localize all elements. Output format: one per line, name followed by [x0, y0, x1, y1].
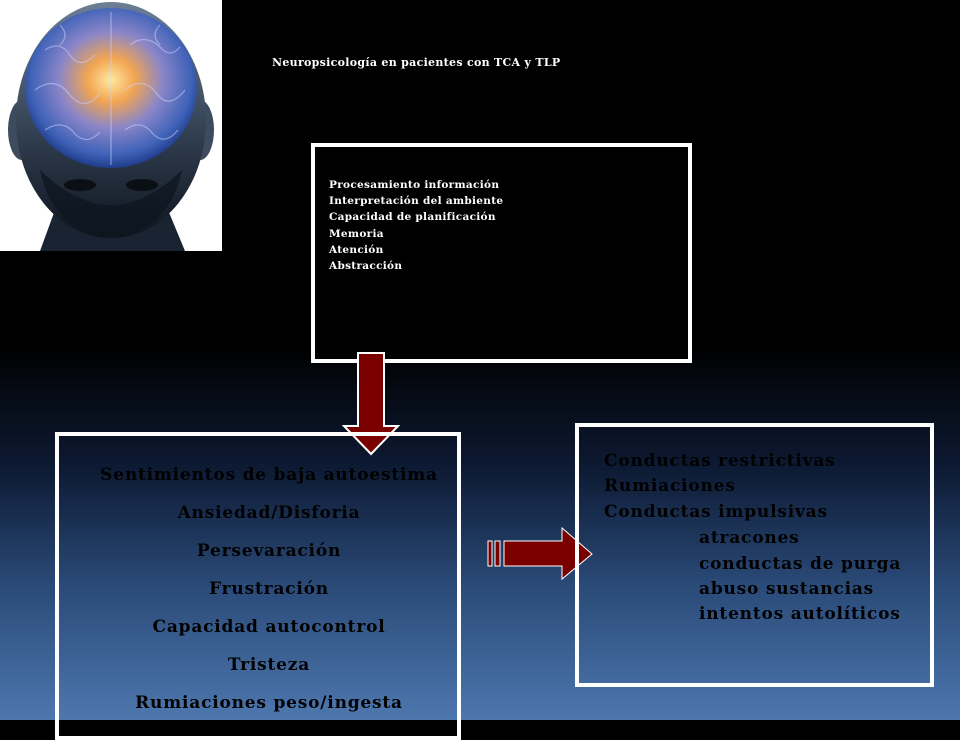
list-item: Frustración	[209, 579, 329, 599]
slide-title: Neuropsicología en pacientes con TCA y T…	[272, 56, 561, 69]
brain-head-image	[0, 0, 222, 251]
list-item: intentos autolíticos	[699, 604, 901, 624]
list-item: Atención	[329, 243, 384, 256]
list-item: abuso sustancias	[699, 579, 875, 599]
behaviors-box: Conductas restrictivas Rumiaciones Condu…	[575, 423, 934, 687]
list-item: conductas de purga	[699, 554, 902, 574]
list-item: Memoria	[329, 227, 384, 240]
down-arrow-icon	[341, 352, 401, 456]
functions-box: Procesamiento información Interpretación…	[311, 143, 692, 363]
consequences-box: Sentimientos de baja autoestima Ansiedad…	[55, 432, 461, 740]
list-item: Conductas restrictivas	[604, 451, 836, 471]
list-item: Ansiedad/Disforia	[177, 503, 361, 523]
list-item: Tristeza	[227, 655, 311, 675]
functions-list: Procesamiento información Interpretación…	[315, 147, 688, 274]
list-item: Rumiaciones peso/ingesta	[135, 693, 403, 713]
list-item: Capacidad de planificación	[329, 211, 496, 224]
list-item: Procesamiento información	[329, 179, 500, 191]
list-item: Capacidad autocontrol	[152, 617, 386, 637]
list-item: Rumiaciones	[604, 476, 736, 496]
list-item: Persevaración	[196, 541, 342, 561]
list-item: atracones	[699, 528, 800, 548]
list-item: Abstracción	[329, 260, 403, 273]
list-item: Sentimientos de baja autoestima	[100, 465, 438, 485]
list-item: Interpretación del ambiente	[329, 195, 504, 208]
list-item: Conductas impulsivas	[604, 502, 828, 522]
